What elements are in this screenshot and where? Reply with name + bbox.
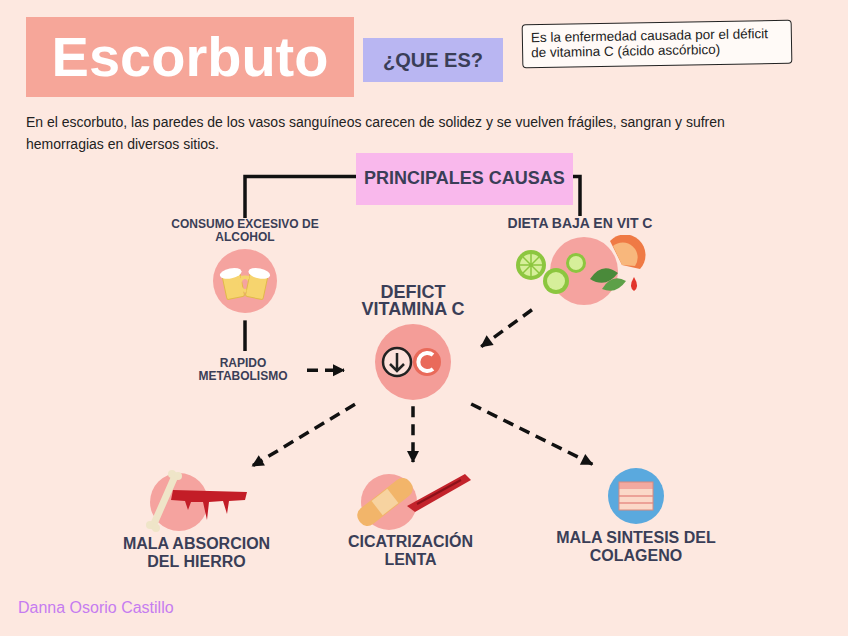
- description-text: En el escorbuto, las paredes de los vaso…: [26, 112, 806, 155]
- question-box-text: ¿QUE ES?: [383, 49, 483, 71]
- effect-node-text: CICATRIZACIÓN LENTA: [328, 533, 493, 568]
- bone-icon: [141, 468, 253, 532]
- deficit-icon-part: [383, 348, 411, 376]
- fruits-icon-part: [602, 279, 626, 291]
- deficit-icon-part: [413, 348, 441, 376]
- collagen-icon-part: [619, 482, 653, 489]
- collagen-icon: [605, 466, 667, 526]
- metabolism-label: RAPIDO METABOLISMO: [183, 357, 303, 383]
- title-box: Escorbuto: [26, 17, 354, 97]
- beer-icon: [212, 248, 278, 314]
- effect-node: MALA ABSORCION DEL HIERRO: [109, 468, 284, 570]
- definition-box-text: Es la enfermedad causada por el déficit …: [531, 27, 783, 61]
- author-label: Danna Osorio Castillo: [18, 598, 318, 617]
- cause-node: CONSUMO EXCESIVO DE ALCOHOL: [170, 218, 320, 314]
- arrow-connector: [471, 404, 592, 464]
- bone-icon-part: [152, 524, 160, 532]
- arrow-connector: [411, 406, 415, 462]
- fruits-icon-part: [514, 235, 646, 307]
- fruits-icon-part: [520, 254, 542, 276]
- arrow-connector: [252, 404, 355, 466]
- deficit-icon-part: [390, 353, 404, 371]
- deficit-icon-part: [375, 324, 451, 400]
- collagen-icon-part: [608, 468, 664, 524]
- bandage-icon: [345, 466, 477, 530]
- beer-icon-part: [238, 276, 249, 291]
- effect-node: MALA SINTESIS DEL COLAGENO: [536, 466, 736, 564]
- deficit-node-text: DEFICT VITAMINA C: [348, 284, 478, 318]
- arrow-connector: [307, 368, 344, 372]
- collagen-icon-part: [619, 496, 653, 503]
- bone-icon-part: [174, 472, 182, 480]
- effect-node-text: MALA ABSORCION DEL HIERRO: [109, 535, 284, 570]
- fruits-icon-part: [566, 253, 586, 273]
- bandage-icon-part: [353, 474, 416, 529]
- beer-icon-part: [213, 249, 277, 313]
- definition-box: Es la enfermedad causada por el déficit …: [522, 20, 793, 68]
- bandage-icon-part: [417, 480, 461, 504]
- deficit-icon-part: [372, 322, 454, 402]
- collagen-icon-part: [619, 482, 653, 510]
- arrow-connector: [481, 310, 532, 347]
- fruits-icon-part: [547, 272, 565, 290]
- title-text: Escorbuto: [52, 29, 329, 85]
- deficit-node: DEFICT VITAMINA C: [348, 284, 478, 402]
- bracket-line: [243, 320, 247, 351]
- bracket-line: [573, 176, 580, 216]
- fruits-icon-part: [613, 243, 638, 267]
- deficit-icon-part: [418, 353, 433, 371]
- fruits-icon-part: [516, 250, 546, 280]
- fruits-icon-part: [520, 254, 542, 276]
- collagen-icon-part: [605, 466, 667, 526]
- bandage-icon-part: [353, 474, 416, 529]
- bone-icon-part: [141, 468, 253, 532]
- cause-node: DIETA BAJA EN VIT C: [500, 216, 660, 307]
- bone-icon-part: [171, 490, 247, 520]
- beer-icon-part: [247, 267, 271, 281]
- question-box: ¿QUE ES?: [363, 38, 503, 82]
- bandage-icon-part: [371, 489, 398, 515]
- collagen-icon-part: [619, 482, 653, 510]
- effect-node-text: MALA SINTESIS DEL COLAGENO: [536, 529, 736, 564]
- deficit-icon: [372, 322, 454, 402]
- cause-node-text: DIETA BAJA EN VIT C: [500, 216, 660, 231]
- fruits-icon: [514, 235, 646, 307]
- fruits-icon-part: [631, 277, 637, 291]
- bandage-icon-part: [345, 466, 477, 530]
- effect-node: CICATRIZACIÓN LENTA: [328, 466, 493, 568]
- beer-icon-part: [212, 248, 278, 314]
- beer-icon-part: [237, 265, 271, 300]
- bracket-line: [245, 176, 356, 218]
- bone-icon-part: [153, 476, 175, 526]
- fruits-icon-part: [610, 235, 646, 269]
- causes-box-text: PRINCIPALES CAUSAS: [364, 170, 565, 187]
- beer-icon-part: [219, 267, 243, 281]
- metabolism-label-text: RAPIDO METABOLISMO: [183, 357, 303, 383]
- cause-node-text: CONSUMO EXCESIVO DE ALCOHOL: [170, 218, 320, 244]
- causes-box: PRINCIPALES CAUSAS: [356, 153, 573, 205]
- fruits-icon-part: [569, 256, 583, 270]
- fruits-icon-part: [543, 268, 569, 294]
- bandage-icon-part: [407, 474, 471, 512]
